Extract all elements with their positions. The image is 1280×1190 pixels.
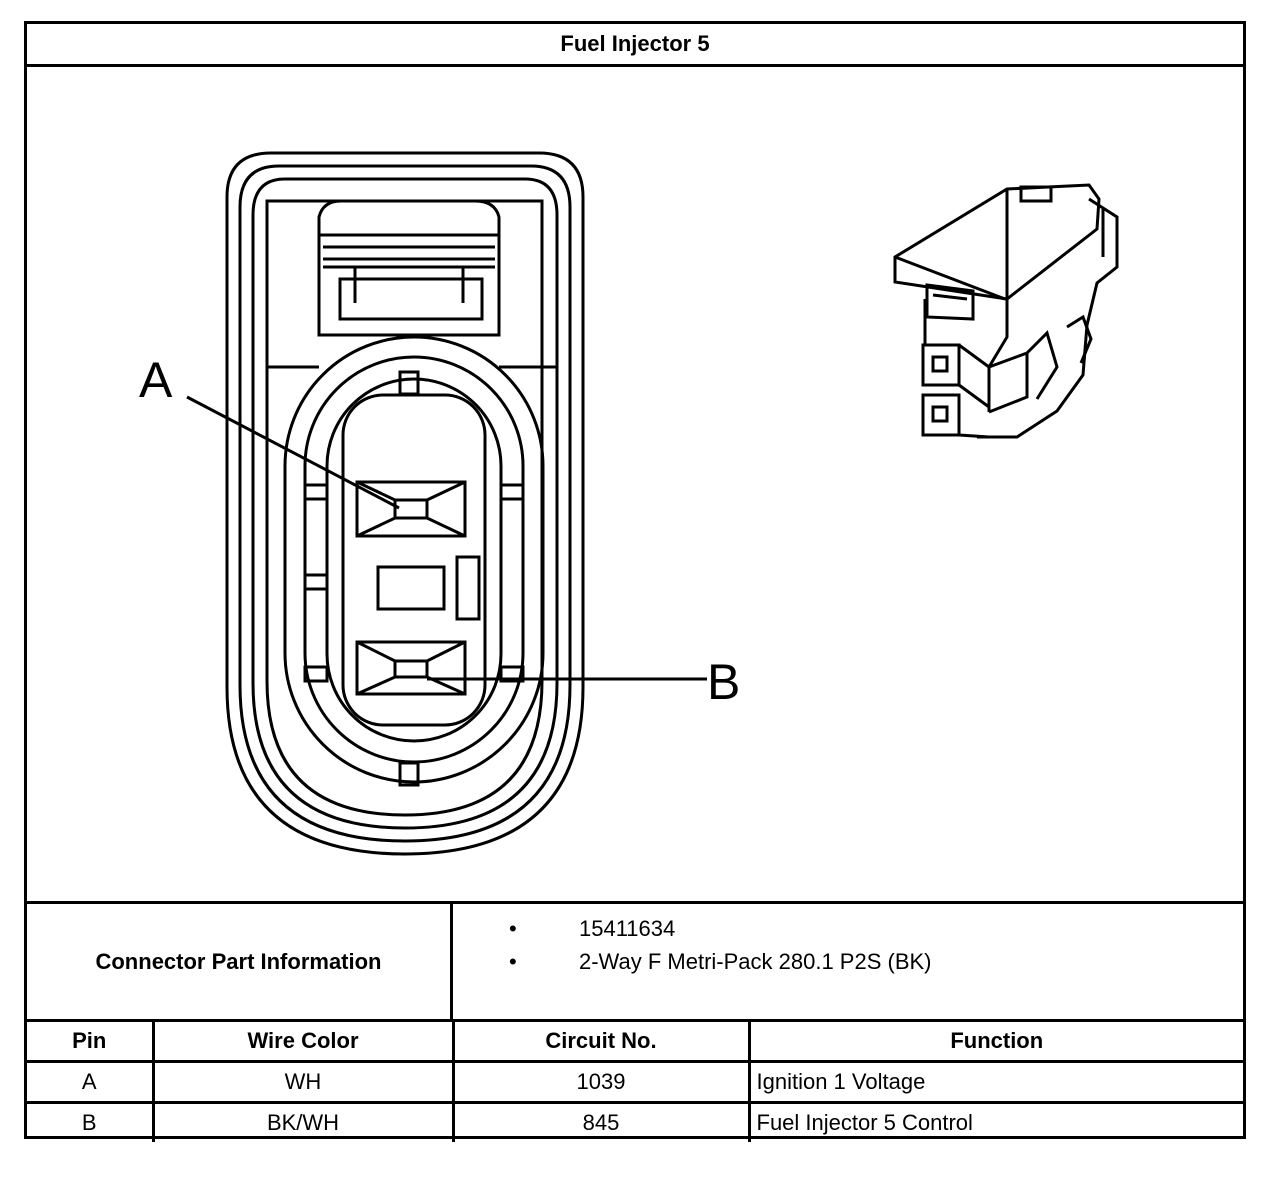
callout-a-leader bbox=[186, 395, 400, 510]
connector-info-list: • 15411634 • 2-Way F Metri-Pack 280.1 P2… bbox=[453, 904, 1243, 1019]
bullet-icon: • bbox=[509, 916, 517, 941]
list-item: • 2-Way F Metri-Pack 280.1 P2S (BK) bbox=[509, 947, 932, 977]
table-row: B BK/WH 845 Fuel Injector 5 Control bbox=[27, 1101, 1243, 1142]
pin-cell: B bbox=[27, 1101, 155, 1142]
table-header-row: Pin Wire Color Circuit No. Function bbox=[27, 1022, 1243, 1063]
wire-color-cell: BK/WH bbox=[151, 1101, 455, 1142]
connector-isometric-view bbox=[893, 183, 1119, 439]
bullet-icon: • bbox=[509, 949, 517, 974]
connector-description: 2-Way F Metri-Pack 280.1 P2S (BK) bbox=[579, 949, 932, 974]
connector-sheet: Fuel Injector 5 bbox=[24, 21, 1246, 1142]
circuit-cell: 845 bbox=[451, 1101, 751, 1142]
connector-part-info: Connector Part Information • 15411634 • … bbox=[27, 901, 1243, 1019]
table-row: A WH 1039 Ignition 1 Voltage bbox=[27, 1060, 1243, 1104]
connector-info-label: Connector Part Information bbox=[27, 904, 453, 1019]
connector-drawing: A B bbox=[139, 151, 1119, 856]
pin-table: Pin Wire Color Circuit No. Function A WH… bbox=[27, 1019, 1243, 1142]
function-cell: Fuel Injector 5 Control bbox=[747, 1101, 1243, 1142]
page-title: Fuel Injector 5 bbox=[27, 24, 1243, 67]
header-function: Function bbox=[747, 1022, 1243, 1063]
header-pin: Pin bbox=[27, 1022, 155, 1063]
header-circuit-no: Circuit No. bbox=[451, 1022, 751, 1063]
circuit-cell: 1039 bbox=[451, 1060, 751, 1104]
connector-face-view bbox=[225, 151, 585, 856]
callout-b-label: B bbox=[707, 654, 740, 710]
header-wire-color: Wire Color bbox=[151, 1022, 455, 1063]
pin-cell: A bbox=[27, 1060, 155, 1104]
wire-color-cell: WH bbox=[151, 1060, 455, 1104]
connector-figure: A B bbox=[27, 67, 1243, 901]
list-item: • 15411634 bbox=[509, 914, 675, 944]
callout-a-label: A bbox=[139, 352, 173, 408]
part-number: 15411634 bbox=[579, 916, 676, 941]
function-cell: Ignition 1 Voltage bbox=[747, 1060, 1243, 1104]
